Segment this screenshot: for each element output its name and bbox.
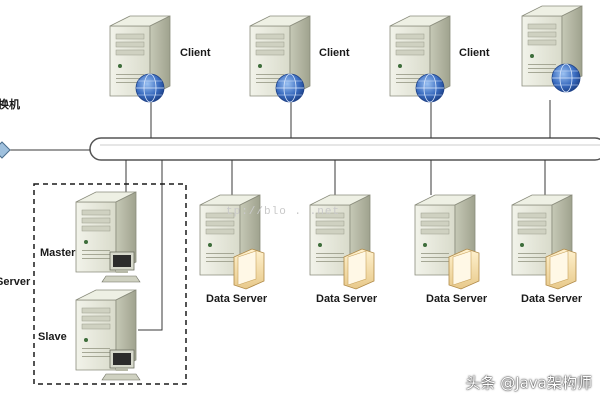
client-server-1	[109, 15, 171, 103]
monitor-icon	[101, 251, 141, 283]
master-server	[75, 191, 141, 283]
data-server-2	[309, 194, 375, 290]
folder-icon	[233, 248, 265, 290]
client-label: Client	[319, 47, 350, 59]
network-switch-icon	[0, 141, 90, 159]
network-bus	[89, 137, 600, 161]
data-server-4	[511, 194, 577, 290]
folder-icon	[343, 248, 375, 290]
data-server-3	[414, 194, 480, 290]
master-label: Master	[40, 247, 76, 259]
data-server-1	[199, 194, 265, 290]
globe-icon	[275, 73, 305, 103]
folder-icon	[545, 248, 577, 290]
master-slave-cluster	[33, 183, 187, 385]
folder-icon	[448, 248, 480, 290]
monitor-icon	[101, 349, 141, 381]
client-server-4	[521, 5, 583, 93]
client-label: Client	[459, 47, 490, 59]
globe-icon	[551, 63, 581, 93]
client-label: Client	[180, 47, 211, 59]
data-server-label: Data Server	[426, 293, 488, 305]
data-server-label: Data Server	[521, 293, 583, 305]
client-server-2	[249, 15, 311, 103]
attribution-text: 头条 @Java架构师	[465, 374, 592, 392]
server-label-partial: Server	[0, 276, 31, 288]
globe-icon	[135, 73, 165, 103]
watermark-text: tp://blo . .net	[226, 206, 341, 218]
data-server-label: Data Server	[316, 293, 378, 305]
switch-label-partial: 换机	[0, 99, 20, 111]
globe-icon	[415, 73, 445, 103]
connection-lines	[125, 100, 551, 331]
slave-label: Slave	[38, 331, 67, 343]
client-server-3	[389, 15, 451, 103]
slave-server	[75, 289, 141, 381]
data-server-label: Data Server	[206, 293, 268, 305]
